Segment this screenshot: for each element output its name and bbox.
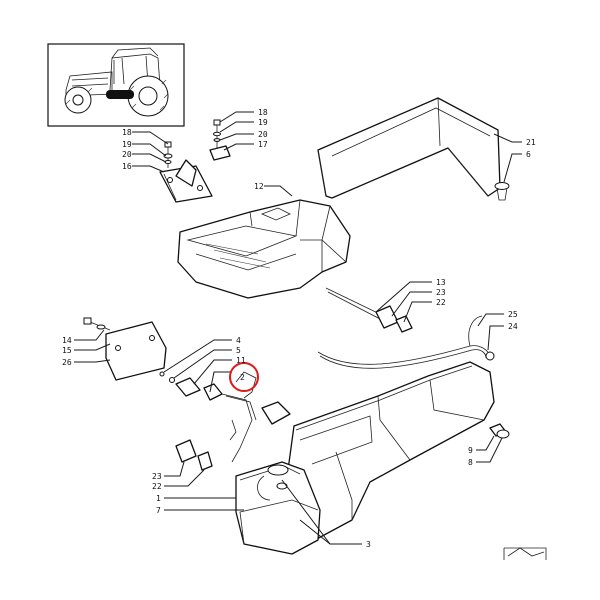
callout-17: 17 <box>258 140 268 149</box>
callout-23: 23 <box>152 472 162 481</box>
callout-9: 9 <box>468 446 473 455</box>
callout-19: 19 <box>258 118 268 127</box>
callout-22: 22 <box>152 482 162 491</box>
callout-4: 4 <box>236 336 241 345</box>
callout-18: 18 <box>258 108 268 117</box>
main-fuel-tank <box>271 361 495 549</box>
callout-15: 15 <box>62 346 72 355</box>
page-corner-icon <box>503 547 547 560</box>
tractor-inset <box>47 43 185 127</box>
callout-22: 22 <box>436 298 446 307</box>
callout-21: 21 <box>526 138 536 147</box>
tank-cover <box>317 97 510 201</box>
side-plate <box>83 317 167 381</box>
highlight-circle <box>229 362 259 392</box>
step-box <box>177 199 351 299</box>
callout-11: 11 <box>236 356 246 365</box>
leader-lines <box>74 111 522 545</box>
tank-location-marker <box>106 90 134 99</box>
callout-1: 1 <box>156 494 161 503</box>
callout-19: 19 <box>122 140 132 149</box>
callout-3: 3 <box>366 540 371 549</box>
callout-13: 13 <box>436 278 446 287</box>
callout-6: 6 <box>526 150 531 159</box>
callout-7: 7 <box>156 506 161 515</box>
bracket-left <box>159 141 213 203</box>
secondary-tank <box>235 461 321 555</box>
callout-5: 5 <box>236 346 241 355</box>
callout-25: 25 <box>508 310 518 319</box>
callout-26: 26 <box>62 358 72 367</box>
tractor-icon <box>64 47 169 117</box>
callout-16: 16 <box>122 162 132 171</box>
callout-14: 14 <box>62 336 72 345</box>
fittings-right <box>489 423 510 439</box>
callout-8: 8 <box>468 458 473 467</box>
callout-20: 20 <box>258 130 268 139</box>
callout-2: 2 <box>240 373 245 382</box>
callout-labels: 18 19 20 16 18 19 20 17 21 6 12 13 23 22… <box>62 108 536 549</box>
callout-18: 18 <box>122 128 132 137</box>
bush-set-lower <box>175 439 213 471</box>
rod-assembly <box>325 287 413 333</box>
fuel-pipe <box>317 315 495 369</box>
callout-12: 12 <box>254 182 264 191</box>
callout-24: 24 <box>508 322 518 331</box>
callout-23: 23 <box>436 288 446 297</box>
fuel-sender-unit <box>159 371 291 463</box>
callout-20: 20 <box>122 150 132 159</box>
